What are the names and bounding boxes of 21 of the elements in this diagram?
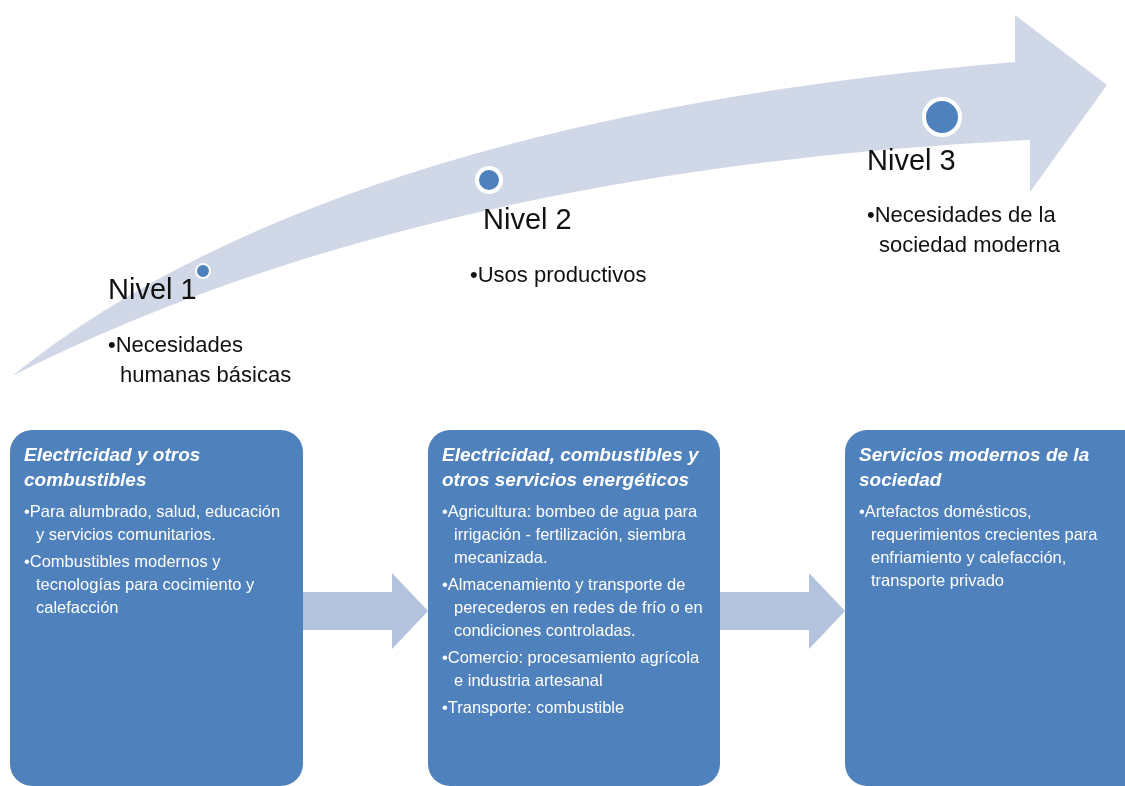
level-description: •Necesidades humanas básicas <box>108 331 293 389</box>
bullet-text: •Transporte: combustible <box>442 697 626 718</box>
bullet-text: •Comercio: procesamiento agrícola e industria artesanal <box>442 647 701 691</box>
level-title: Nivel 1 <box>108 273 197 306</box>
box-heading: Servicios modernos de la sociedad <box>859 443 1091 492</box>
bullet-text: •Artefactos domésticos, requerimientos crecientes para enfriamiento y calefacción, transporte privado <box>859 501 1099 591</box>
block-arrow <box>720 573 845 649</box>
level-description: •Usos productivos <box>470 261 648 289</box>
process-box <box>845 430 1125 786</box>
process-box <box>428 430 720 786</box>
box-heading: Electricidad, combustibles y otros servicios energéticos <box>442 443 700 492</box>
level-title: Nivel 3 <box>867 144 956 177</box>
bullet-text: •Agricultura: bombeo de agua para irrigación - fertilización, siembra mecanizada. <box>442 501 699 568</box>
process-box <box>10 430 303 786</box>
bullet-text: •Almacenamiento y transporte de perecederos en redes de frío o en condiciones controladas. <box>442 574 704 641</box>
box-heading: Electricidad y otros combustibles <box>24 443 202 492</box>
bullet-text: •Para alumbrado, salud, educación y servicios comunitarios. <box>24 501 282 545</box>
level-title: Nivel 2 <box>483 203 572 236</box>
block-arrow <box>303 573 428 649</box>
bullet-text: •Combustibles modernos y tecnologías para cocimiento y calefacción <box>24 551 256 618</box>
level-description: •Necesidades de la sociedad moderna <box>867 201 1061 259</box>
